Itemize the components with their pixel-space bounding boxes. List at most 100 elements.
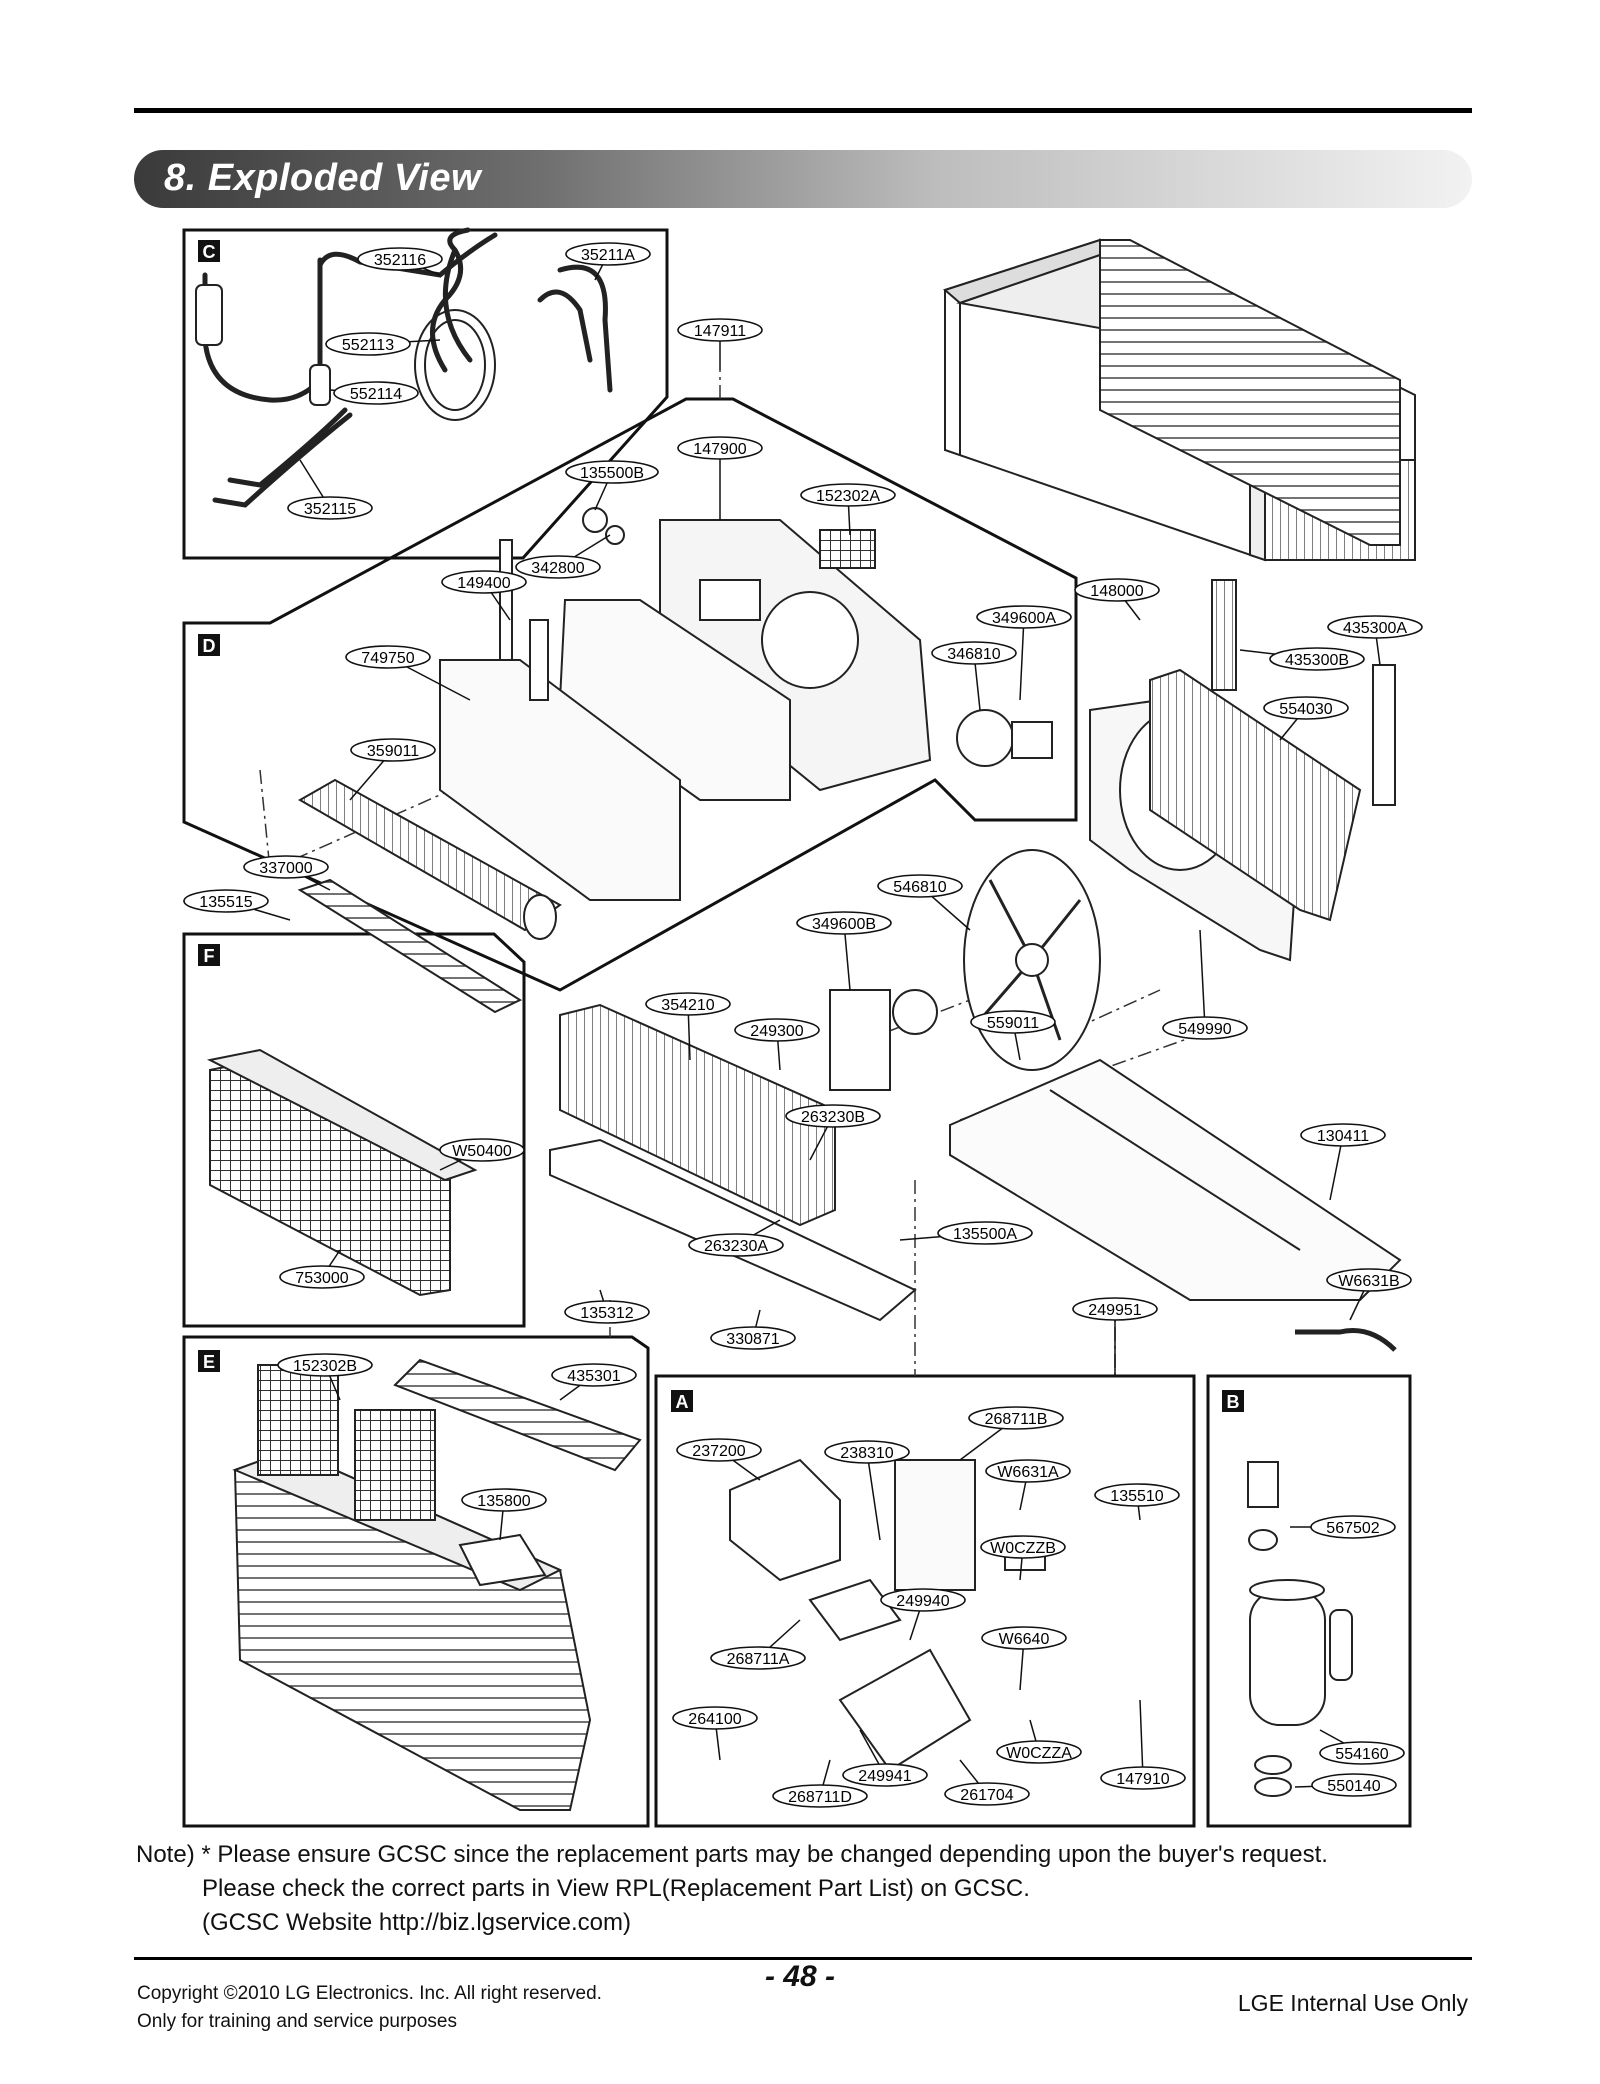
- callout-147911: 147911: [677, 318, 763, 342]
- callout-346810: 346810: [931, 641, 1017, 665]
- page-number: - 48 -: [764, 1960, 836, 1993]
- section-banner: 8. Exploded View: [134, 150, 1472, 208]
- callout-W0CZZB: W0CZZB: [980, 1535, 1066, 1559]
- callout-552113: 552113: [325, 332, 411, 356]
- callout-435300B: 435300B: [1269, 647, 1365, 671]
- callout-359011: 359011: [350, 738, 436, 762]
- filter-152302B-a: [257, 1364, 339, 1476]
- part-number-label: 152302A: [816, 488, 880, 505]
- part-number-label: 249941: [858, 1768, 911, 1785]
- part-number-label: 554030: [1279, 701, 1332, 718]
- note-line-3: (GCSC Website http://biz.lgservice.com): [202, 1909, 632, 1936]
- part-number-label: 264100: [688, 1711, 741, 1728]
- frame-a: [654, 1374, 1196, 1828]
- section-label-b: B: [1222, 1390, 1244, 1412]
- callout-546810: 546810: [877, 874, 963, 898]
- callout-264100: 264100: [672, 1706, 758, 1730]
- callout-349600A: 349600A: [976, 605, 1072, 629]
- callout-263230B: 263230B: [785, 1104, 881, 1128]
- part-number-label: 148000: [1090, 583, 1143, 600]
- part-number-label: 349600A: [992, 610, 1056, 627]
- frame-b: [1206, 1374, 1412, 1828]
- part-number-label: W6631A: [997, 1464, 1059, 1481]
- part-number-label: 237200: [692, 1443, 745, 1460]
- callout-554160: 554160: [1319, 1741, 1405, 1765]
- part-number-label: 359011: [367, 743, 419, 760]
- part-number-label: 349600B: [812, 916, 876, 933]
- part-number-label: 147911: [694, 323, 746, 340]
- part-number-label: 152302B: [293, 1358, 357, 1375]
- callout-130411: 130411: [1300, 1123, 1386, 1147]
- part-number-label: 135800: [477, 1493, 530, 1510]
- part-number-label: 249940: [896, 1593, 949, 1610]
- part-number-label: 346810: [947, 646, 1000, 663]
- callout-249300: 249300: [734, 1018, 820, 1042]
- callout-268711B: 268711B: [968, 1406, 1064, 1430]
- part-number-label: 337000: [259, 860, 312, 877]
- training-notice: Only for training and service purposes: [137, 2011, 457, 2032]
- callout-147910: 147910: [1100, 1766, 1186, 1790]
- control-box: [729, 1458, 1046, 1772]
- discharge-grille: [206, 1048, 478, 1297]
- callout-135510: 135510: [1094, 1483, 1180, 1507]
- part-number-label: 238310: [840, 1445, 893, 1462]
- callout-249940: 249940: [880, 1588, 966, 1612]
- part-number-label: 149400: [457, 575, 510, 592]
- part-number-label: 749750: [361, 650, 414, 667]
- cross-flow-fan: [297, 778, 562, 940]
- part-number-label: 135510: [1110, 1488, 1163, 1505]
- evaporator-coil: [559, 1003, 836, 1227]
- callout-559011: 559011: [970, 1010, 1056, 1034]
- callout-152302A: 152302A: [800, 483, 896, 507]
- condenser-coil: [1149, 668, 1362, 922]
- drain-pan-left: [549, 1138, 917, 1322]
- part-number-label: W6640: [999, 1631, 1050, 1648]
- part-number-label: 135312: [580, 1305, 633, 1322]
- section-labels: C D F E A B: [198, 240, 1244, 1412]
- callout-135800: 135800: [461, 1488, 547, 1512]
- bottom-rule: [134, 1957, 1472, 1960]
- part-number-label: 263230B: [801, 1109, 865, 1126]
- callout-W50400: W50400: [439, 1138, 525, 1162]
- leader-238310: [866, 1451, 881, 1541]
- top-rule: [134, 108, 1472, 113]
- compressor: [1247, 1461, 1353, 1797]
- part-number-label: W0CZZA: [1006, 1745, 1072, 1762]
- callout-435300A: 435300A: [1327, 615, 1423, 639]
- callout-135312: 135312: [564, 1300, 650, 1324]
- callout-249951: 249951: [1072, 1297, 1158, 1321]
- switch-149400-b: [499, 539, 513, 661]
- callout-268711D: 268711D: [772, 1784, 868, 1808]
- callout-W6631B: W6631B: [1326, 1268, 1412, 1292]
- part-number-label: 753000: [295, 1270, 348, 1287]
- part-number-label: 268711D: [788, 1789, 852, 1806]
- part-number-label: 567502: [1326, 1520, 1379, 1537]
- blower-housing: [659, 519, 932, 792]
- callout-349600B: 349600B: [796, 911, 892, 935]
- callout-268711A: 268711A: [710, 1646, 806, 1670]
- callout-W6631A: W6631A: [985, 1459, 1071, 1483]
- grille-435301: [393, 1358, 642, 1472]
- callout-147900: 147900: [677, 436, 763, 460]
- switch-box-149400: [529, 619, 549, 701]
- note-line-2: Please check the correct parts in View R…: [202, 1875, 1030, 1902]
- callout-135515: 135515: [183, 889, 269, 913]
- part-number-label: 552114: [350, 386, 402, 403]
- callout-435301: 435301: [551, 1363, 637, 1387]
- callout-567502: 567502: [1310, 1515, 1396, 1539]
- part-number-label: 550140: [1327, 1778, 1380, 1795]
- callout-149400: 149400: [441, 570, 527, 594]
- callout-135500B: 135500B: [565, 460, 659, 484]
- part-number-label: 249951: [1088, 1302, 1141, 1319]
- callout-261704: 261704: [944, 1782, 1030, 1806]
- callout-352115: 352115: [287, 496, 373, 520]
- part-number-label: 130411: [1317, 1128, 1369, 1145]
- part-number-label: 435300A: [1343, 620, 1407, 637]
- part-number-label: 546810: [893, 879, 946, 896]
- callout-35211A: 35211A: [565, 242, 651, 266]
- part-number-label: 330871: [726, 1331, 779, 1348]
- section-label-c: C: [198, 240, 220, 262]
- note-line-1: Note) * Please ensure GCSC since the rep…: [136, 1841, 1328, 1868]
